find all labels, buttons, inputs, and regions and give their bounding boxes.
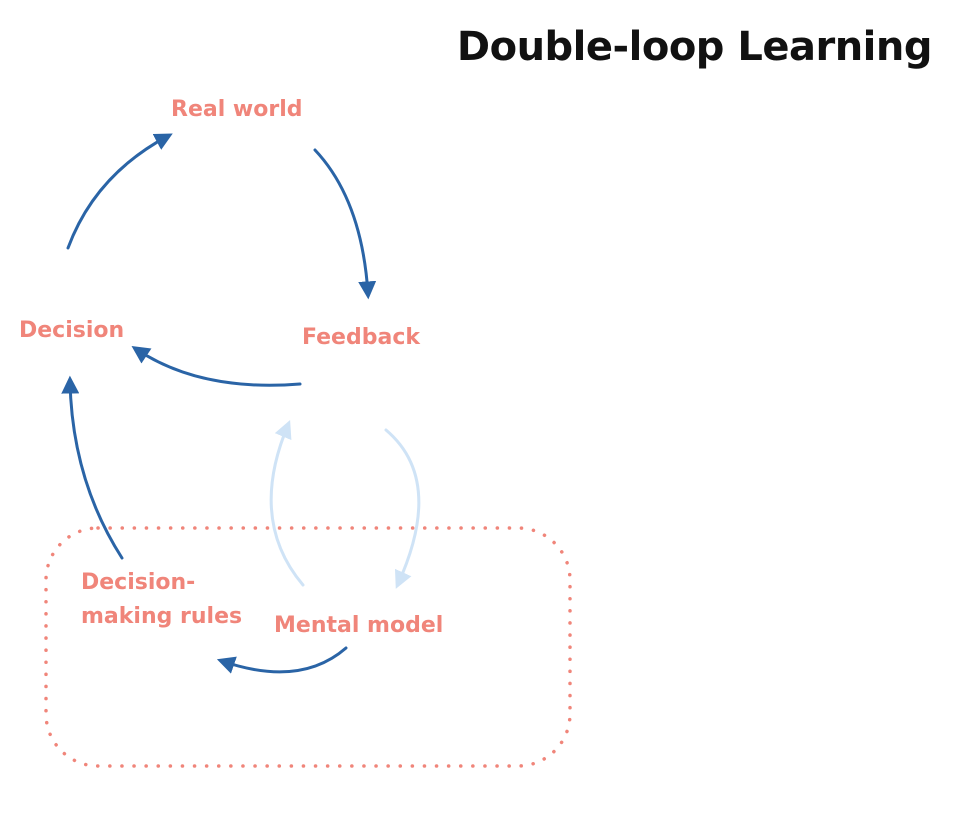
arrow-mental-model-to-feedback xyxy=(269,420,305,587)
arrow-mental-model-to-decision-rules xyxy=(216,646,348,674)
arrow-real-world-to-feedback xyxy=(313,148,377,300)
node-mental-model: Mental model xyxy=(274,613,443,638)
arrow-feedback-to-mental-model xyxy=(384,428,421,589)
node-feedback: Feedback xyxy=(302,325,421,350)
node-decision: Decision xyxy=(19,318,124,343)
node-decision-rules-line1: Decision- xyxy=(81,570,195,595)
node-decision-rules-line2: making rules xyxy=(81,604,242,629)
arrow-decision-to-real-world xyxy=(66,133,173,250)
inner-loop-boundary xyxy=(44,526,572,768)
arrow-decision-rules-to-decision xyxy=(61,375,124,560)
arrow-feedback-to-decision xyxy=(131,345,302,387)
node-real-world: Real world xyxy=(171,97,302,122)
diagram-title: Double-loop Learning xyxy=(457,24,932,70)
